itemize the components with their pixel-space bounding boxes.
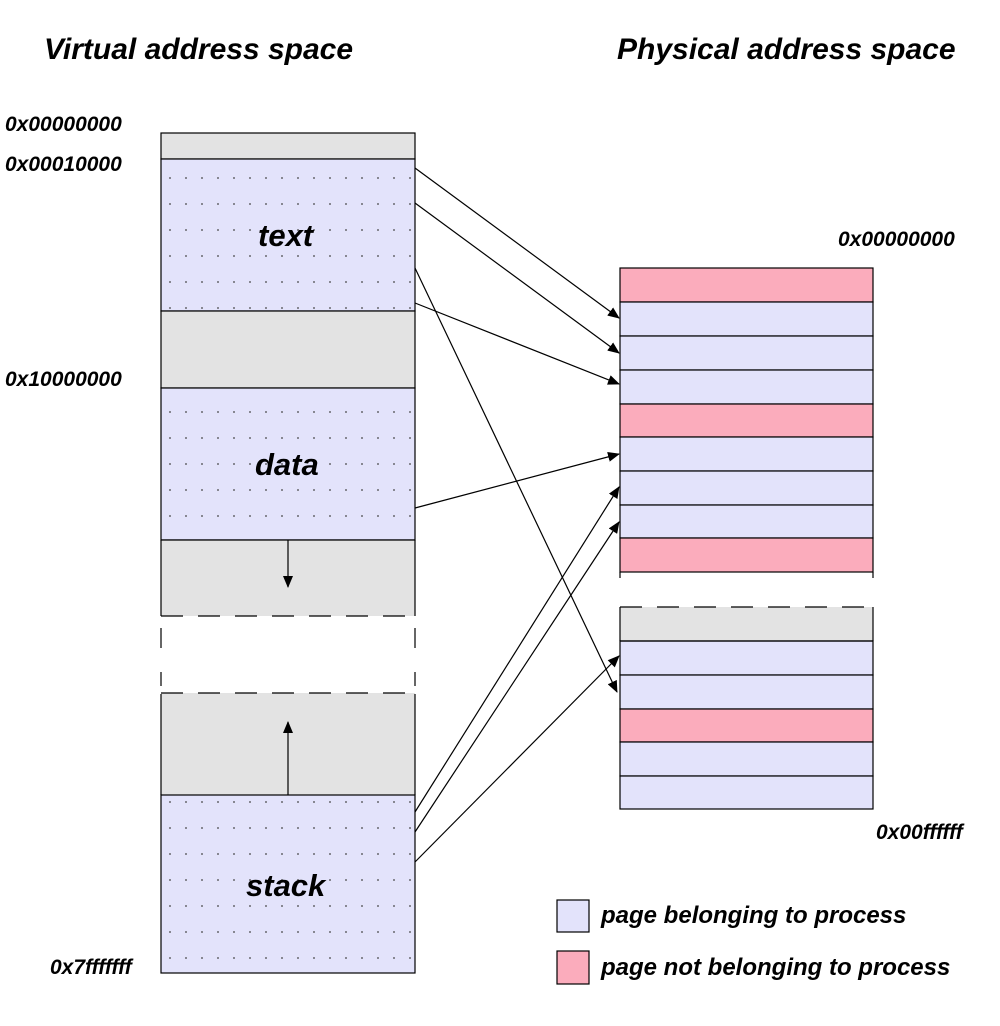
legend-swatch-not-belonging: [556, 950, 590, 985]
virtual-reserved-block: [160, 132, 416, 160]
physical-page-owned: [619, 335, 874, 371]
mapping-arrow: [414, 302, 620, 385]
mapping-arrow: [414, 202, 620, 354]
physical-page-owned: [619, 504, 874, 539]
virtual-addr-data-start: 0x10000000: [5, 368, 122, 391]
physical-addr-end: 0x00ffffff: [876, 821, 965, 844]
text-segment-label: text: [258, 218, 315, 253]
mapping-arrow: [414, 167, 620, 319]
virtual-title: Virtual address space: [44, 33, 353, 66]
mapping-arrow: [414, 451, 620, 509]
legend: page belonging to process page not belon…: [556, 899, 950, 985]
mapping-arrow: [414, 521, 620, 833]
physical-page-foreign: [619, 267, 874, 303]
physical-page-foreign: [619, 403, 874, 438]
physical-page-owned: [619, 674, 874, 710]
physical-page-owned: [619, 470, 874, 506]
virtual-unused-gap: [160, 310, 416, 389]
virtual-addr-text-start: 0x00010000: [5, 153, 122, 176]
mapping-arrow: [414, 486, 620, 813]
mapping-arrow: [414, 655, 620, 863]
legend-swatch-belonging: [556, 899, 590, 933]
physical-page-owned: [619, 369, 874, 405]
physical-page-owned: [619, 301, 874, 337]
physical-page-owned: [619, 640, 874, 676]
mapping-arrow: [414, 267, 618, 693]
legend-label-not-belonging: page not belonging to process: [600, 954, 950, 981]
physical-addr-start: 0x00000000: [838, 228, 955, 251]
physical-page-owned: [619, 436, 874, 472]
virtual-addr-start: 0x00000000: [5, 113, 122, 136]
physical-page-unused: [620, 607, 873, 641]
virtual-addr-end: 0x7fffffff: [50, 956, 134, 979]
data-segment-label: data: [255, 447, 319, 482]
page-mapping-arrows: [414, 167, 620, 863]
physical-page-foreign: [619, 708, 874, 743]
physical-page-owned: [619, 741, 874, 777]
physical-page-owned: [619, 775, 874, 810]
physical-address-column: [619, 267, 874, 810]
physical-page-foreign: [619, 537, 874, 573]
physical-title: Physical address space: [617, 33, 956, 66]
stack-segment-label: stack: [246, 868, 327, 903]
virtual-address-column: [160, 132, 416, 974]
legend-label-belonging: page belonging to process: [600, 902, 906, 929]
